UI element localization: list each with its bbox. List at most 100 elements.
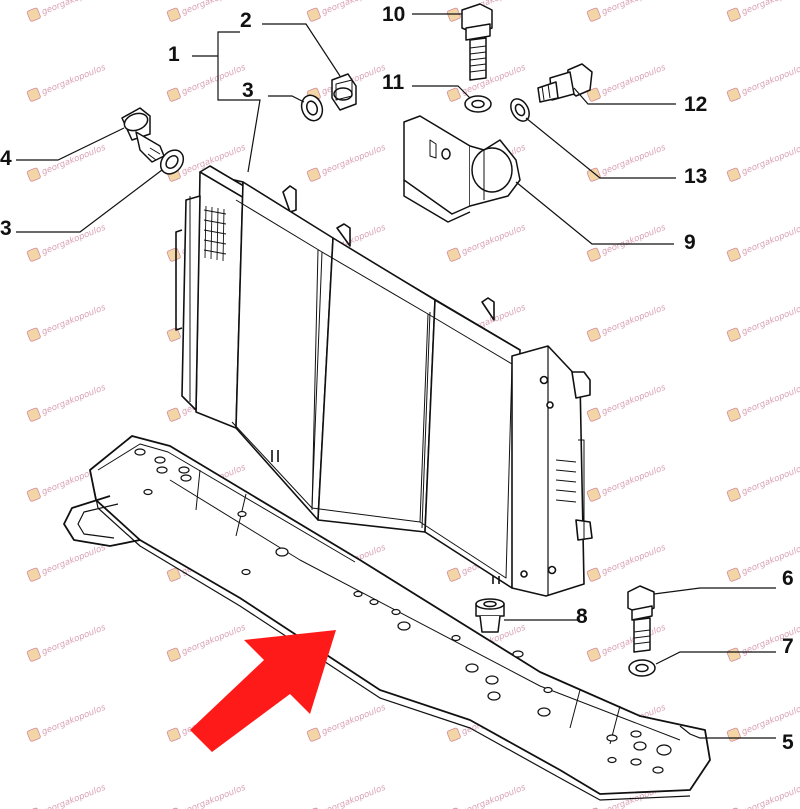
red-arrow-icon [190,630,336,752]
watermark-logo-icon [166,407,181,422]
watermark-text: georgakopoulos [40,303,107,338]
watermark-text: georgakopoulos [180,623,247,658]
callout-3-left: 3 [0,217,12,240]
watermark-logo-icon [26,7,41,22]
plug-part-2 [331,73,357,111]
watermark-text: georgakopoulos [740,223,800,258]
watermark-logo-icon [446,727,461,742]
watermark: georgakopoulos [446,223,528,262]
watermark-logo-icon [586,7,601,22]
watermark-logo-icon [26,327,41,342]
watermark-logo-icon [446,247,461,262]
callout-13: 13 [684,165,708,188]
watermark: georgakopoulos [586,463,668,502]
watermark: georgakopoulos [586,543,668,582]
watermark: georgakopoulos [26,143,108,182]
watermark: georgakopoulos [586,63,668,102]
watermark-logo-icon [726,727,741,742]
watermark-text: georgakopoulos [740,783,800,809]
watermark-text: georgakopoulos [600,383,667,418]
watermark: georgakopoulos [306,783,388,809]
watermark-logo-icon [586,167,601,182]
watermark-text: georgakopoulos [180,0,247,18]
watermark-logo-icon [726,87,741,102]
watermark-logo-icon [166,87,181,102]
watermark-logo-icon [26,247,41,262]
watermark-logo-icon [586,327,601,342]
watermark-text: georgakopoulos [600,463,667,498]
watermark-text: georgakopoulos [40,623,107,658]
callout-6: 6 [782,567,794,590]
watermark-logo-icon [726,567,741,582]
bolt-part-10 [461,3,493,81]
grommet-part-8 [475,598,505,633]
watermark-logo-icon [726,247,741,262]
watermark-logo-icon [166,327,181,342]
watermark: georgakopoulos [446,63,528,102]
watermark-text: georgakopoulos [600,0,667,18]
callout-11: 11 [382,71,405,94]
watermark-text: georgakopoulos [600,63,667,98]
callout-1: 1 [168,43,180,66]
watermark-logo-icon [726,7,741,22]
watermark: georgakopoulos [726,223,800,262]
watermark-text: georgakopoulos [740,0,800,18]
callout-2: 2 [240,9,252,32]
watermark-text: georgakopoulos [40,703,107,738]
watermark-text: georgakopoulos [460,223,527,258]
watermark: georgakopoulos [26,543,108,582]
watermark: georgakopoulos [26,623,108,662]
watermark: georgakopoulos [26,63,108,102]
watermark-logo-icon [726,647,741,662]
watermark: georgakopoulos [586,303,668,342]
watermark: georgakopoulos [726,63,800,102]
watermark: georgakopoulos [26,223,108,262]
watermark: georgakopoulos [166,623,248,662]
bolt-part-12 [537,63,593,103]
watermark-text: georgakopoulos [40,223,107,258]
watermark-text: georgakopoulos [320,783,387,809]
callout-7: 7 [782,635,794,658]
watermark-logo-icon [586,247,601,262]
watermark-logo-icon [166,567,181,582]
watermark: georgakopoulos [726,0,800,22]
watermark-logo-icon [446,567,461,582]
watermark-logo-icon [726,167,741,182]
watermark-text: georgakopoulos [600,223,667,258]
watermark: georgakopoulos [166,0,248,22]
crossmember [63,435,711,801]
watermark-logo-icon [586,87,601,102]
watermark-text: georgakopoulos [600,543,667,578]
watermark-text: georgakopoulos [740,143,800,178]
watermark-text: georgakopoulos [740,383,800,418]
callout-8: 8 [576,605,588,628]
watermark: georgakopoulos [306,703,388,742]
watermark-logo-icon [586,567,601,582]
watermark-logo-icon [446,7,461,22]
callout-12: 12 [684,93,708,116]
watermark-logo-icon [726,487,741,502]
watermark-logo-icon [26,87,41,102]
watermark: georgakopoulos [306,143,388,182]
watermark-logo-icon [26,567,41,582]
watermark: georgakopoulos [726,143,800,182]
watermark-logo-icon [26,407,41,422]
watermark-text: georgakopoulos [740,463,800,498]
watermark-logo-icon [306,7,321,22]
watermark-logo-icon [26,487,41,502]
watermark-logo-icon [26,727,41,742]
watermark: georgakopoulos [726,463,800,502]
watermark-text: georgakopoulos [600,143,667,178]
watermark: georgakopoulos [26,783,108,809]
watermark-text: georgakopoulos [320,703,387,738]
callout-3-top: 3 [242,79,254,102]
watermark-logo-icon [726,407,741,422]
watermark-logo-icon [166,647,181,662]
watermark-logo-icon [166,727,181,742]
watermark-text: georgakopoulos [180,783,247,809]
watermark-text: georgakopoulos [40,383,107,418]
watermark-text: georgakopoulos [320,143,387,178]
watermark-text: georgakopoulos [40,0,107,18]
watermark-logo-icon [166,247,181,262]
watermark: georgakopoulos [586,383,668,422]
